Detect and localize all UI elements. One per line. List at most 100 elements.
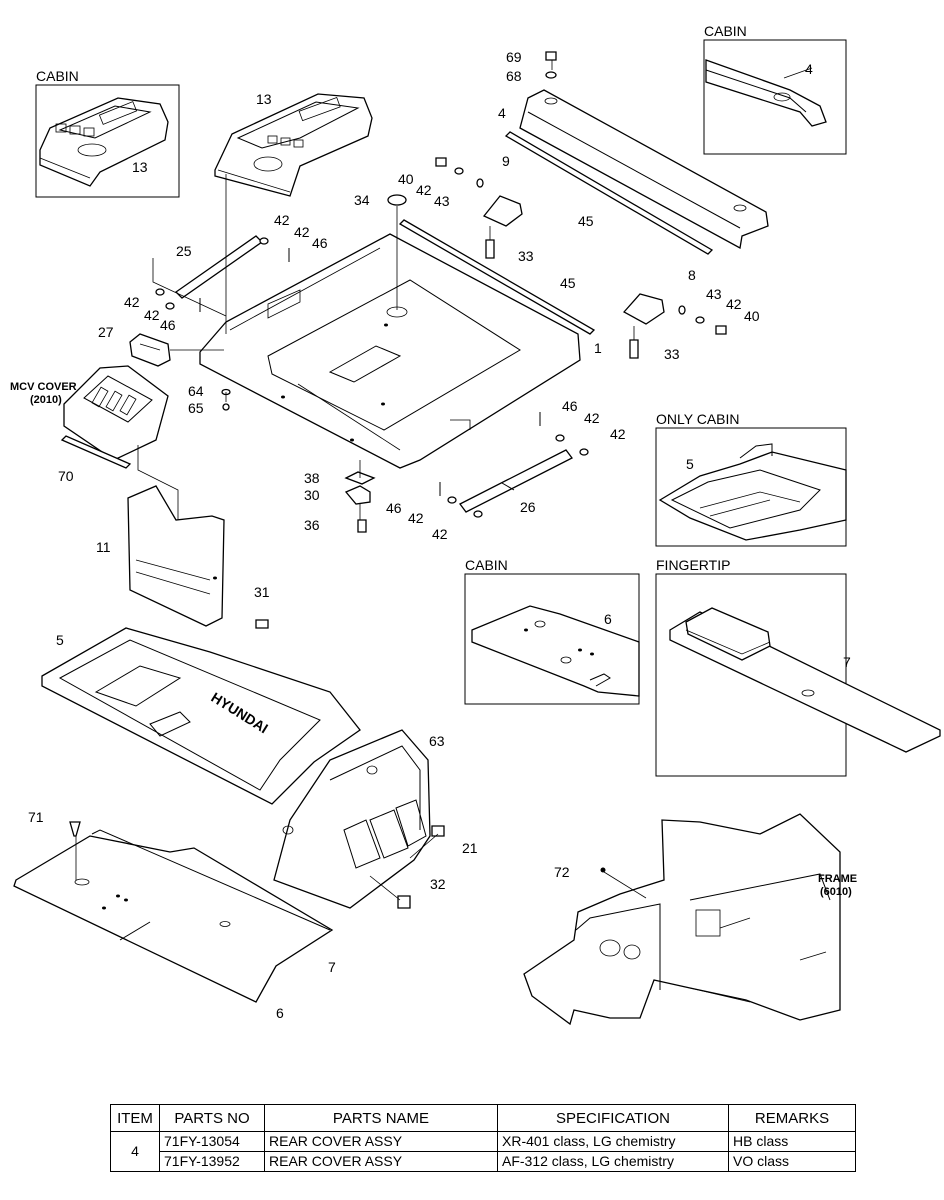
callout-32: 32	[430, 876, 446, 892]
callout-1: 1	[594, 340, 602, 356]
inset-title: CABIN	[465, 557, 508, 573]
hardware	[69, 51, 727, 909]
parts-name-cell: REAR COVER ASSY	[264, 1151, 498, 1172]
callout-68: 68	[506, 68, 522, 84]
specification-cell: XR-401 class, LG chemistry	[497, 1131, 729, 1152]
callout-42: 42	[432, 526, 448, 542]
callout-13: 13	[132, 159, 148, 175]
callout-42: 42	[294, 224, 310, 240]
part-11-duct-cover	[127, 485, 225, 627]
callout-71: 71	[28, 809, 44, 825]
part-5-floor-mat: HYUNDAI	[41, 627, 361, 805]
remarks-cell: VO class	[728, 1151, 856, 1172]
frame-label: FRAME	[818, 873, 857, 885]
callout-34: 34	[354, 192, 370, 208]
part-45-strips	[398, 131, 714, 335]
parts-name-cell: REAR COVER ASSY	[264, 1131, 498, 1152]
callout-43: 43	[434, 193, 450, 209]
part-70-strip	[60, 435, 132, 469]
callout-33: 33	[518, 248, 534, 264]
inset-title: ONLY CABIN	[656, 411, 740, 427]
inset-only-cabin: ONLY CABIN	[655, 411, 847, 547]
inset-cabin-top-left: CABIN	[35, 68, 180, 198]
callout-38: 38	[304, 470, 320, 486]
callout-45: 45	[578, 213, 594, 229]
parts-table: ITEM PARTS NO PARTS NAME SPECIFICATION R…	[110, 1104, 856, 1172]
callout-25: 25	[176, 243, 192, 259]
mcv-cover-ref: (2010)	[30, 394, 62, 406]
callout-42: 42	[726, 296, 742, 312]
callout-42: 42	[584, 410, 600, 426]
callout-42: 42	[416, 182, 432, 198]
part-26-gas-spring	[459, 449, 573, 513]
header-item: ITEM	[110, 1104, 160, 1132]
table-header-row: ITEM PARTS NO PARTS NAME SPECIFICATION R…	[110, 1104, 856, 1132]
inset-title: FINGERTIP	[656, 557, 730, 573]
header-parts-name: PARTS NAME	[264, 1104, 498, 1132]
parts-no-cell: 71FY-13952	[159, 1151, 265, 1172]
callout-7: 7	[843, 654, 851, 670]
callout-30: 30	[304, 487, 320, 503]
callout-11: 11	[96, 539, 111, 555]
callout-6: 6	[276, 1005, 284, 1021]
callout-43: 43	[706, 286, 722, 302]
callout-46: 46	[160, 317, 176, 333]
callout-42: 42	[144, 307, 160, 323]
callout-4: 4	[498, 105, 506, 121]
part-1-main-floor-plate	[199, 233, 581, 469]
callout-36: 36	[304, 517, 320, 533]
part-6-7-floor-plates	[13, 829, 334, 1003]
callout-63: 63	[429, 733, 445, 749]
inset-cabin-mid: CABIN	[464, 557, 640, 705]
inset-cabin-top-right: CABIN	[703, 23, 847, 155]
frame-ref: (6010)	[820, 886, 852, 898]
callout-7: 7	[328, 959, 336, 975]
callout-65: 65	[188, 400, 204, 416]
callout-46: 46	[562, 398, 578, 414]
table-row: 4 71FY-13054 REAR COVER ASSY XR-401 clas…	[110, 1131, 856, 1172]
leader-lines	[75, 60, 647, 901]
callout-69: 69	[506, 49, 522, 65]
callout-40: 40	[744, 308, 760, 324]
callout-labels: 1 4 4 5 5 6 6 7 7 8 9 11 13 13 21 25 26 …	[28, 49, 851, 1021]
callout-13: 13	[256, 91, 272, 107]
item-number: 4	[110, 1131, 160, 1172]
callout-8: 8	[688, 267, 696, 283]
inset-title: CABIN	[704, 23, 747, 39]
inset-title: CABIN	[36, 68, 79, 84]
callout-46: 46	[312, 235, 328, 251]
part-frame-6010: FRAME (6010)	[523, 813, 857, 1026]
mcv-cover-label: MCV COVER	[10, 381, 77, 393]
callout-40: 40	[398, 171, 414, 187]
callout-26: 26	[520, 499, 536, 515]
table-row: 71FY-13952 REAR COVER ASSY AF-312 class,…	[111, 1151, 856, 1172]
callout-27: 27	[98, 324, 114, 340]
callout-42: 42	[610, 426, 626, 442]
callout-46: 46	[386, 500, 402, 516]
header-specification: SPECIFICATION	[497, 1104, 729, 1132]
callout-70: 70	[58, 468, 74, 484]
part-mcv-cover: MCV COVER (2010)	[10, 365, 169, 461]
callout-33: 33	[664, 346, 680, 362]
callout-42: 42	[274, 212, 290, 228]
header-parts-no: PARTS NO	[159, 1104, 265, 1132]
callout-21: 21	[462, 840, 478, 856]
callout-31: 31	[254, 584, 270, 600]
callout-45: 45	[560, 275, 576, 291]
callout-64: 64	[188, 383, 204, 399]
parts-no-cell: 71FY-13054	[159, 1131, 265, 1152]
header-remarks: REMARKS	[728, 1104, 856, 1132]
exploded-parts-diagram: CABIN CABIN ONLY CABIN CABIN	[10, 23, 941, 1026]
callout-42: 42	[408, 510, 424, 526]
callout-5: 5	[56, 632, 64, 648]
part-13-console	[214, 93, 373, 197]
part-63-seat-base	[273, 729, 431, 909]
callout-4: 4	[805, 61, 813, 77]
callout-5: 5	[686, 456, 694, 472]
inset-fingertip: FINGERTIP	[655, 557, 941, 777]
specification-cell: AF-312 class, LG chemistry	[497, 1151, 729, 1172]
part-27-handle	[129, 333, 171, 367]
callout-42: 42	[124, 294, 140, 310]
part-4-rear-cover	[519, 89, 769, 250]
callout-72: 72	[554, 864, 570, 880]
